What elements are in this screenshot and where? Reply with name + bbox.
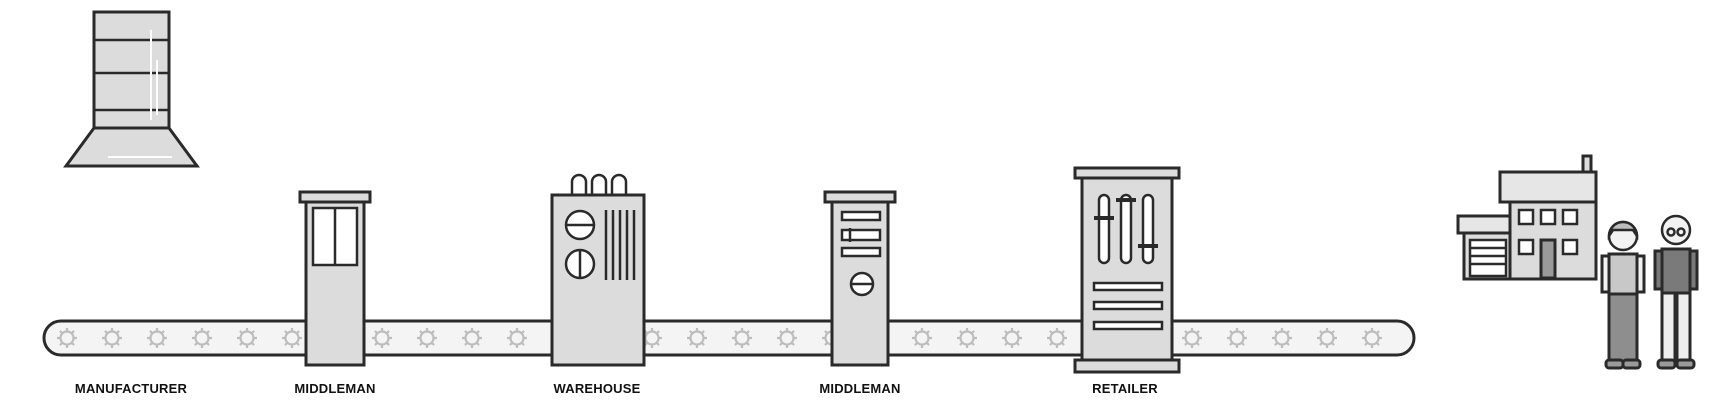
gear-icon	[237, 328, 257, 348]
gear-icon	[147, 328, 167, 348]
man-figure	[1653, 214, 1699, 370]
label-middleman-2: MIDDLEMAN	[819, 381, 901, 396]
house-icon	[1456, 154, 1598, 281]
gear-icon	[1047, 328, 1067, 348]
gear-icon	[102, 328, 122, 348]
gear-icon	[462, 328, 482, 348]
retailer-cabinet-icon	[1073, 166, 1181, 374]
label-manufacturer: MANUFACTURER	[74, 381, 188, 396]
manufacturer-machine-icon	[63, 10, 200, 168]
woman-figure	[1600, 220, 1646, 370]
gear-icon	[507, 328, 527, 348]
gear-icon	[957, 328, 977, 348]
gear-icon	[1182, 328, 1202, 348]
conveyor-belt	[42, 319, 1416, 357]
gear-icon	[1317, 328, 1337, 348]
gear-icon	[1362, 328, 1382, 348]
warehouse-machine-icon	[550, 173, 646, 367]
gear-icon	[192, 328, 212, 348]
label-middleman-1: MIDDLEMAN	[294, 381, 376, 396]
gear-icon	[1002, 328, 1022, 348]
gear-icon	[732, 328, 752, 348]
gear-icon	[417, 328, 437, 348]
gear-icon	[372, 328, 392, 348]
gear-icon	[687, 328, 707, 348]
middleman-cabinet-icon	[298, 190, 372, 367]
gear-icon	[777, 328, 797, 348]
couple-icon	[1600, 214, 1699, 370]
gear-icon	[1272, 328, 1292, 348]
label-warehouse: WAREHOUSE	[553, 381, 641, 396]
gear-icon	[282, 328, 302, 348]
label-retailer: RETAILER	[1092, 381, 1158, 396]
gear-icon	[57, 328, 77, 348]
middleman-cabinet-icon	[823, 190, 897, 367]
gear-icon	[1227, 328, 1247, 348]
gear-icon	[912, 328, 932, 348]
